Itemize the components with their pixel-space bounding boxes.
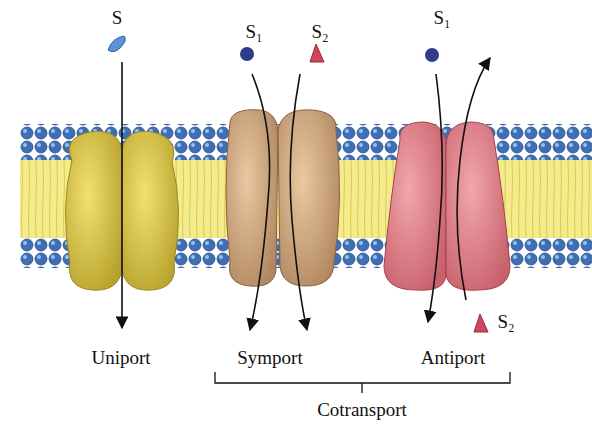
solute-s1: [425, 48, 439, 62]
solute-label: S₂: [311, 22, 328, 43]
solute-label: S₂: [497, 312, 514, 333]
solute-label: S₁: [433, 8, 450, 29]
solute-s1: [240, 47, 254, 61]
transport-type-label: Symport: [237, 348, 302, 369]
transport-type-label: Antiport: [421, 348, 485, 369]
solute-label: S₁: [245, 22, 262, 43]
solute-label: S: [112, 8, 123, 29]
cotransport-bracket: [215, 372, 510, 393]
antiport-protein: [384, 122, 510, 290]
transport-type-label: Uniport: [91, 348, 150, 369]
solute-s2: [474, 314, 488, 332]
group-label: Cotransport: [317, 400, 407, 421]
symport-protein: [226, 110, 340, 286]
solute-s: [108, 36, 125, 52]
transport-arrows: [122, 58, 490, 330]
solute-s2: [310, 44, 324, 62]
